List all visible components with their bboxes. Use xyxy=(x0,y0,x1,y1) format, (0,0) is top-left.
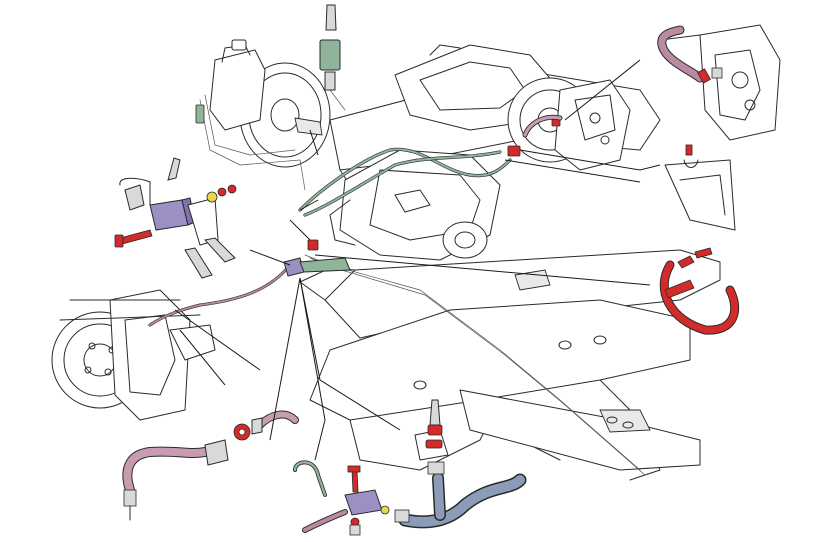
red-hose-clamp-icon xyxy=(659,247,740,335)
junction-block-main xyxy=(283,257,351,277)
retaining-clip-icon xyxy=(683,144,699,168)
transfer-case xyxy=(329,149,501,261)
rear-brake-assembly xyxy=(659,24,781,231)
leader-lines xyxy=(174,59,661,461)
brake-booster xyxy=(209,39,331,168)
front-hose-assembly-icon xyxy=(122,410,299,521)
front-brake-assembly xyxy=(51,289,216,421)
engine-block xyxy=(394,44,631,171)
junction-block-upper-left-icon xyxy=(114,157,237,279)
rear-hose-assembly-icon xyxy=(522,25,723,138)
booster-fitting-icon xyxy=(195,104,205,124)
rear-axle-hose-icon xyxy=(394,399,527,529)
brake-lines xyxy=(148,94,646,476)
upper-fitting-icon xyxy=(319,4,346,111)
lower-junction-block-icon xyxy=(293,460,390,536)
